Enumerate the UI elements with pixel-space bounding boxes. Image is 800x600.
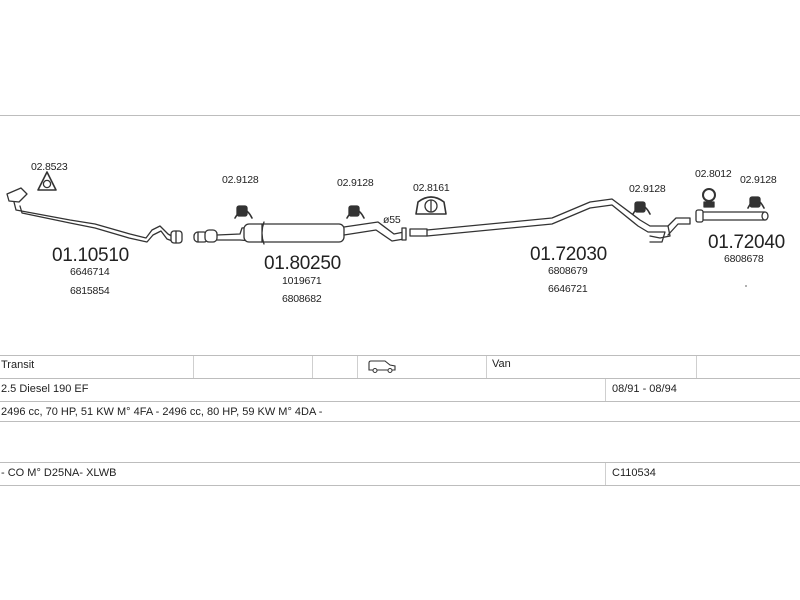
van-icon bbox=[367, 359, 397, 377]
hanger-drawing-4 bbox=[747, 196, 765, 209]
diameter-label: ø55 bbox=[383, 214, 401, 226]
hanger-drawing-1 bbox=[234, 205, 253, 219]
part-ref-1a: 6646714 bbox=[70, 266, 110, 278]
table-border-top bbox=[0, 355, 800, 356]
accessory-label-4: 02.8161 bbox=[413, 182, 450, 194]
front-pipe-drawing bbox=[6, 187, 183, 244]
table-line-3 bbox=[0, 421, 800, 422]
table-line-2 bbox=[0, 401, 800, 402]
part-number-1: 01.10510 bbox=[52, 245, 129, 266]
table-row-model: Transit Van bbox=[0, 356, 800, 378]
part-number-2: 01.80250 bbox=[264, 253, 341, 274]
body-type-cell: Van bbox=[492, 358, 511, 370]
accessory-label-6: 02.8012 bbox=[695, 168, 732, 180]
accessory-ring-triangle bbox=[37, 171, 57, 191]
dot-mark bbox=[745, 285, 747, 287]
ring-hanger-drawing bbox=[702, 188, 716, 208]
centre-silencer-drawing bbox=[193, 221, 407, 245]
years-cell: 08/91 - 08/94 bbox=[612, 383, 677, 395]
accessory-label-1: 02.8523 bbox=[31, 161, 68, 173]
part-number-4: 01.72040 bbox=[708, 232, 785, 253]
specs-cell: 2496 cc, 70 HP, 51 KW M° 4FA - 2496 cc, … bbox=[1, 406, 323, 418]
engine-cell: 2.5 Diesel 190 EF bbox=[1, 383, 89, 395]
rear-pipe-drawing bbox=[409, 198, 691, 243]
hanger-drawing-3 bbox=[632, 201, 651, 215]
table-line-5 bbox=[0, 485, 800, 486]
accessory-label-2: 02.9128 bbox=[222, 174, 259, 186]
top-border bbox=[0, 115, 800, 116]
hanger-drawing-2 bbox=[346, 205, 365, 219]
exhaust-drawing bbox=[6, 171, 769, 287]
part-ref-3b: 6646721 bbox=[548, 283, 588, 295]
table-row-engine: 2.5 Diesel 190 EF 08/91 - 08/94 bbox=[0, 379, 800, 401]
accessory-label-5: 02.9128 bbox=[629, 183, 666, 195]
table-line-1 bbox=[0, 378, 800, 379]
accessory-label-7: 02.9128 bbox=[740, 174, 777, 186]
part-ref-1b: 6815854 bbox=[70, 285, 110, 297]
table-row-variant: - CO M° D25NA- XLWB C110534 bbox=[0, 463, 800, 485]
table-row-specs: 2496 cc, 70 HP, 51 KW M° 4FA - 2496 cc, … bbox=[0, 402, 800, 422]
part-ref-3a: 6808679 bbox=[548, 265, 588, 277]
part-ref-2a: 1019671 bbox=[282, 275, 322, 287]
exhaust-diagram: 02.8523 02.9128 02.9128 02.8161 02.9128 … bbox=[0, 118, 800, 354]
tail-pipe-drawing bbox=[695, 209, 769, 223]
accessory-label-3: 02.9128 bbox=[337, 177, 374, 189]
table-line-4 bbox=[0, 462, 800, 463]
part-ref-4a: 6808678 bbox=[724, 253, 764, 265]
part-number-3: 01.72030 bbox=[530, 244, 607, 265]
model-cell: Transit bbox=[1, 359, 35, 371]
variant-cell: - CO M° D25NA- XLWB bbox=[1, 467, 117, 479]
clamp-drawing bbox=[415, 196, 447, 215]
part-ref-2b: 6808682 bbox=[282, 293, 322, 305]
code-cell: C110534 bbox=[612, 467, 656, 479]
